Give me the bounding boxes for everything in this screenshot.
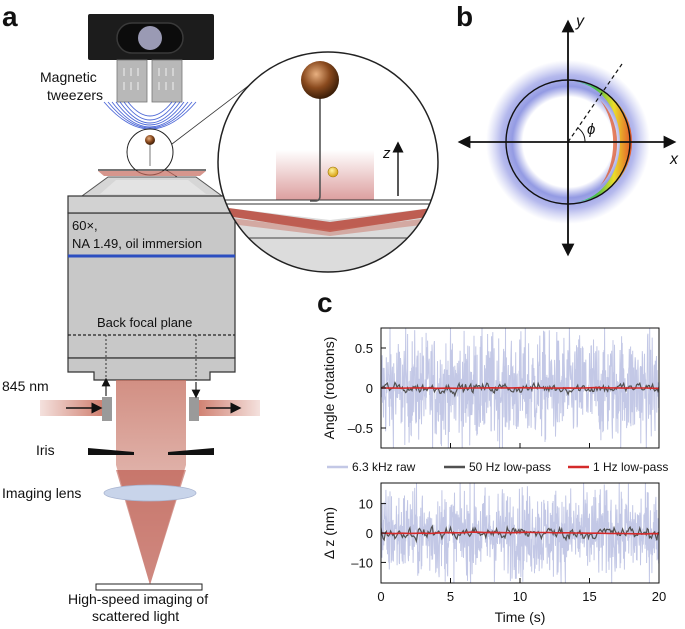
iris-label: Iris: [36, 442, 55, 458]
magnetic-bead-icon: [301, 61, 339, 99]
objective-label-line2: NA 1.49, oil immersion: [72, 236, 202, 251]
x-tick-label: 0: [377, 589, 384, 604]
left-mirror: [102, 397, 112, 421]
legend-label-1hz: 1 Hz low-pass: [593, 460, 668, 474]
tweezers-label-line2: tweezers: [47, 87, 103, 103]
angle-label: ϕ: [587, 121, 595, 138]
y-tick-label: 10: [359, 497, 373, 512]
x-tick-label: 5: [447, 589, 454, 604]
series-6-3-khz-raw: [380, 482, 660, 584]
wavelength-label: 845 nm: [2, 378, 49, 394]
y-tick-label: –0.5: [348, 421, 373, 436]
chart-bottom: –10 0 10 0 5 10 15 20 Δ z (nm) Time (s): [321, 482, 666, 625]
gold-marker-icon: [327, 166, 339, 178]
magnet-lens-icon: [138, 26, 162, 50]
evanescent-band: [218, 206, 438, 232]
zoom-line-top: [171, 79, 257, 145]
series-1-hz-low-pass: [380, 386, 660, 390]
series-50-hz-low-pass: [380, 381, 660, 398]
iris-left: [88, 448, 134, 455]
zoom-inset: z: [217, 51, 439, 273]
x-tick-label: 15: [582, 589, 596, 604]
evanescent-glow: [98, 171, 206, 176]
objective-bottom: [67, 357, 236, 381]
top-axes: –0.5 0 0.5: [348, 341, 660, 448]
series-1-hz-low-pass: [380, 531, 660, 535]
x-tick-label: 20: [652, 589, 666, 604]
y-tick-label: 0: [366, 526, 373, 541]
magnet-arrows: [123, 68, 174, 90]
imaging-lens-label: Imaging lens: [2, 485, 81, 501]
bottom-xlabel: Time (s): [495, 609, 546, 625]
panel-b: b x y ϕ: [456, 1, 679, 257]
bottom-axes: –10 0 10 0 5 10 15 20: [351, 497, 666, 604]
field-lines-icon: [103, 101, 197, 130]
series-6-3-khz-raw: [380, 327, 660, 449]
tweezers-label-line1: Magnetic: [40, 69, 97, 85]
camera-sensor: [95, 583, 203, 591]
legend: 6.3 kHz raw 50 Hz low-pass 1 Hz low-pass: [327, 460, 668, 474]
angle-ray: [567, 63, 623, 143]
panel-c: c –0.5 0 0.5 Angle (rotations) 6.3 kHz raw…: [317, 287, 668, 625]
y-tick-label: 0.5: [355, 341, 373, 356]
back-focal-plane-label: Back focal plane: [97, 315, 192, 330]
panel-a-letter: a: [2, 1, 18, 32]
z-axis-label: z: [382, 145, 391, 162]
chart-top: –0.5 0 0.5 Angle (rotations): [321, 327, 660, 449]
right-mirror: [189, 397, 199, 421]
top-ylabel: Angle (rotations): [321, 337, 337, 440]
iris-right: [168, 448, 214, 455]
x-label: x: [669, 151, 679, 168]
magnet-right: [151, 59, 183, 103]
x-tick-label: 10: [513, 589, 527, 604]
camera-label-line2: scattered light: [92, 608, 179, 624]
imaging-lens-icon: [103, 484, 197, 502]
objective-body: [67, 212, 236, 359]
y-tick-label: –10: [351, 555, 373, 570]
y-tick-label: 0: [366, 381, 373, 396]
small-bead-icon: [145, 135, 155, 145]
y-label: y: [575, 13, 585, 30]
objective-label-line1: 60×,: [72, 218, 98, 233]
bottom-ylabel: Δ z (nm): [321, 507, 337, 559]
legend-label-raw: 6.3 kHz raw: [352, 460, 416, 474]
scatter-crescent: [572, 82, 632, 202]
panel-c-letter: c: [317, 287, 333, 318]
legend-label-50hz: 50 Hz low-pass: [469, 460, 551, 474]
top-traces: [380, 327, 660, 449]
bottom-traces: [380, 482, 660, 584]
panel-a: a Magnetic tweezers: [2, 1, 439, 624]
camera-label-line1: High-speed imaging of: [68, 591, 208, 607]
magnet-left: [116, 59, 148, 103]
panel-b-letter: b: [456, 1, 473, 32]
